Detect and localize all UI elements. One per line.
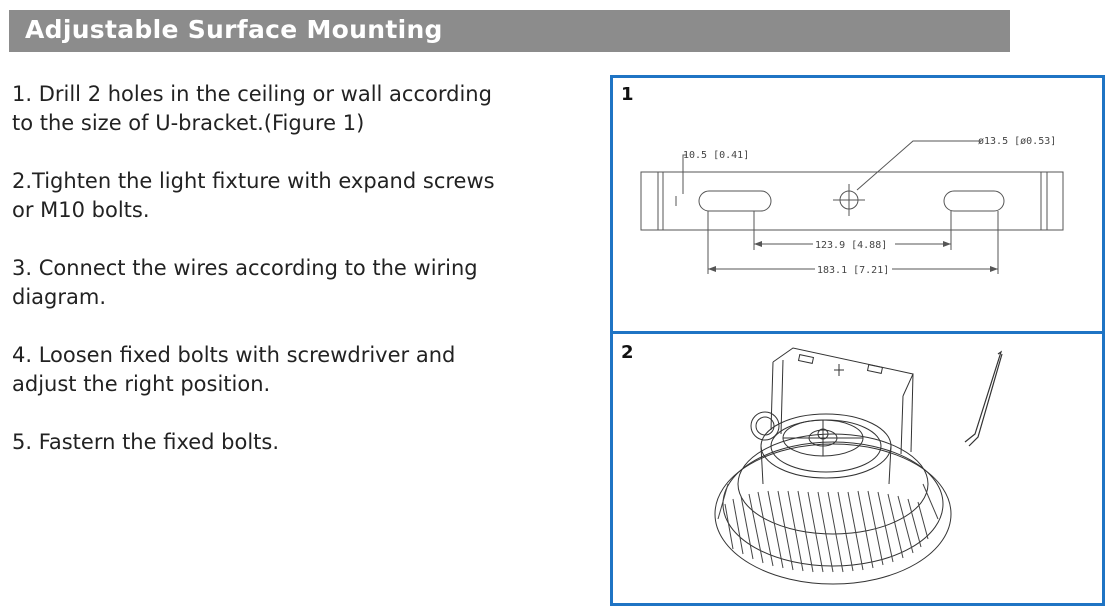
step-2: 2.Tighten the light fixture with expand …: [12, 167, 602, 225]
light-fixture-drawing: [714, 347, 1003, 585]
right-slot: [943, 190, 1005, 212]
hole-diameter-dimension: ø13.5 [ø0.53]: [978, 136, 1056, 147]
step-5: 5. Fastern the fixed bolts.: [12, 428, 602, 457]
housing-rim: [714, 443, 952, 585]
left-slot: [698, 190, 772, 212]
step-3: 3. Connect the wires according to the wi…: [12, 254, 602, 312]
step-3-line-2: diagram.: [12, 285, 106, 309]
step-1: 1. Drill 2 holes in the ceiling or wall …: [12, 80, 602, 138]
bracket-top: [772, 347, 914, 397]
figure-2-number: 2: [621, 342, 634, 363]
slot-spacing-dimension: 123.9 [4.88]: [815, 240, 887, 251]
section-title: Adjustable Surface Mounting: [25, 15, 443, 44]
step-4-line-2: adjust the right position.: [12, 372, 271, 396]
step-4-line-1: 4. Loosen fixed bolts with screwdriver a…: [12, 343, 456, 367]
step-1-line-2: to the size of U-bracket.(Figure 1): [12, 111, 365, 135]
step-2-line-2: or M10 bolts.: [12, 198, 150, 222]
hex-key-icon: [964, 350, 1003, 447]
overall-length-dimension: 183.1 [7.21]: [817, 265, 889, 276]
instruction-steps: 1. Drill 2 holes in the ceiling or wall …: [12, 80, 602, 486]
slot-width-dimension: 10.5 [0.41]: [683, 150, 749, 161]
figure-panel: 1: [610, 75, 1105, 606]
section-header: Adjustable Surface Mounting: [9, 10, 1010, 52]
step-4: 4. Loosen fixed bolts with screwdriver a…: [12, 341, 602, 399]
step-2-line-1: 2.Tighten the light fixture with expand …: [12, 169, 495, 193]
figure-divider: [613, 331, 1102, 334]
step-1-line-1: 1. Drill 2 holes in the ceiling or wall …: [12, 82, 492, 106]
heat-sink-fins: [717, 483, 939, 573]
figure-1-number: 1: [621, 84, 634, 105]
step-3-line-1: 3. Connect the wires according to the wi…: [12, 256, 478, 280]
step-5-line-1: 5. Fastern the fixed bolts.: [12, 430, 280, 454]
bracket-outline: [640, 171, 1064, 231]
u-bracket-drawing: 10.5 [0.41] ø13.5 [ø0.53] 123.9 [4.88] 1…: [640, 136, 1064, 276]
